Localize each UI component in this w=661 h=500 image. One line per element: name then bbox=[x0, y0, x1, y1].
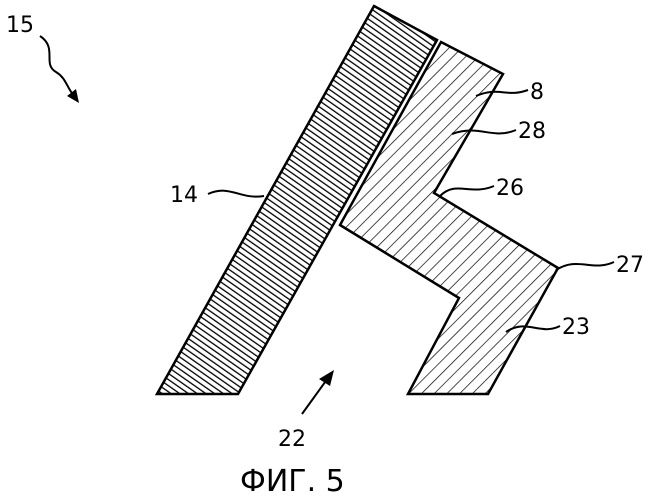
leader-14 bbox=[208, 191, 264, 197]
label-22: 22 bbox=[278, 427, 306, 452]
arrow-22-shaft bbox=[302, 378, 328, 414]
leader-26 bbox=[440, 186, 494, 196]
label-28: 28 bbox=[518, 119, 546, 144]
label-14: 14 bbox=[170, 183, 198, 208]
label-26: 26 bbox=[496, 176, 524, 201]
figure-caption: ФИГ. 5 bbox=[240, 464, 345, 499]
leader-27 bbox=[556, 262, 614, 270]
arrowhead-15 bbox=[67, 89, 79, 103]
label-8: 8 bbox=[530, 80, 544, 105]
label-23: 23 bbox=[562, 315, 590, 340]
label-27: 27 bbox=[616, 253, 644, 278]
arrowhead-22 bbox=[319, 370, 334, 386]
label-15: 15 bbox=[6, 13, 34, 38]
leader-15 bbox=[40, 36, 74, 96]
